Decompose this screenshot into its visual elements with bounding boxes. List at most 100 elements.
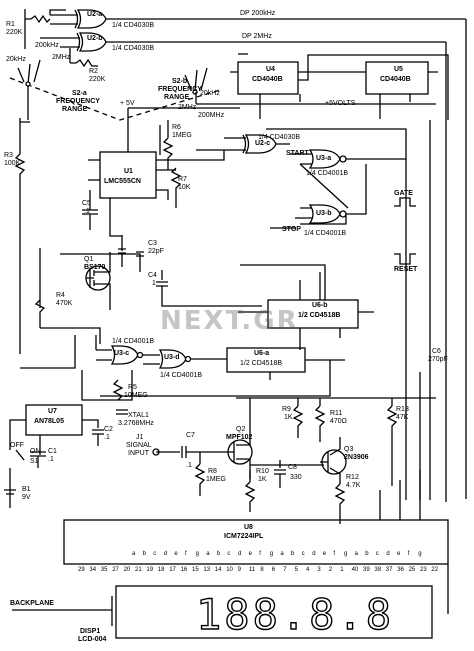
r3-label: R3 <box>4 152 13 159</box>
u8-pin-number: 5 <box>294 567 298 573</box>
s1-label: S1 <box>30 458 39 465</box>
u8-pin-number: 39 <box>363 567 370 573</box>
r9-label: R9 <box>282 406 291 413</box>
u8-pin-number: 29 <box>78 567 85 573</box>
s2b-2m: 2MHz <box>178 104 197 111</box>
s2b-200m: 200MHz <box>198 112 225 119</box>
u8-segment-letter: g <box>344 551 348 557</box>
r8-label: R8 <box>208 468 217 475</box>
watermark-logo: NEXT.GR <box>160 306 299 336</box>
u8-pin-number: 34 <box>89 567 97 573</box>
c3-label: C3 <box>148 240 157 247</box>
u8-segment-letter: f <box>185 551 187 557</box>
u8-pin-number: 38 <box>374 567 382 573</box>
c1-value: .1 <box>48 456 54 463</box>
u8-pin-number: 37 <box>385 567 393 573</box>
u3c-gate-symbol <box>110 345 139 365</box>
u3d-label: U3-d <box>164 354 180 361</box>
disp-label: DISP1 <box>80 628 101 635</box>
u8-pin-number: 17 <box>169 567 176 573</box>
s2b-label: S2-b <box>172 78 188 85</box>
u8-segment-letter: d <box>386 551 390 557</box>
u8-pin-number: 27 <box>112 567 119 573</box>
u8-pin-number: 6 <box>271 567 276 573</box>
q3-part: 2N3906 <box>344 454 369 461</box>
r6-label: R6 <box>172 124 181 131</box>
u8-block <box>63 519 449 565</box>
u8-segment-letter: c <box>153 551 157 557</box>
u2b-gate-symbol <box>78 32 107 52</box>
r10-label: R10 <box>256 468 269 475</box>
backplane-label: BACKPLANE <box>10 600 54 607</box>
r2-label: R2 <box>89 68 98 75</box>
c2-value: .1 <box>104 434 110 441</box>
u2b-label: U2-b <box>87 35 103 42</box>
r1-label: R1 <box>6 21 15 28</box>
u3a-label: U3-a <box>316 155 332 162</box>
stop-label: STOP <box>282 226 301 233</box>
r13-value: 47K <box>396 414 409 421</box>
u6a-label: U6-a <box>254 350 270 357</box>
u4-part: CD4040B <box>252 76 283 83</box>
s2a-label: S2-a <box>72 90 87 97</box>
u6b-label: U6-b <box>312 302 328 309</box>
u3d-gate-symbol <box>158 349 187 369</box>
u8-segment-letter: b <box>142 551 146 557</box>
u8-segment-letter: c <box>227 551 231 557</box>
u8-pin-number: 35 <box>100 567 108 573</box>
u8-segment-letter: e <box>248 551 252 557</box>
q2-part: MPF102 <box>226 434 253 441</box>
j1-label: J1 <box>136 434 144 441</box>
u8-segment-letter: e <box>174 551 178 557</box>
r5-value: 10MEG <box>124 392 148 399</box>
u8-pin-number: 10 <box>226 567 233 573</box>
u8-segment-letter: g <box>195 551 199 557</box>
r7-value: 10K <box>178 184 191 191</box>
s2a-frequency: FREQUENCY <box>56 98 100 105</box>
u2c-label: U2-c <box>255 140 271 147</box>
c1-label: C1 <box>48 448 57 455</box>
input-label: INPUT <box>128 450 149 457</box>
c7-value: .1 <box>186 462 192 469</box>
u8-pin-number: 22 <box>431 567 439 573</box>
c5-label: C5 <box>82 200 91 207</box>
r7-label: R7 <box>178 176 187 183</box>
u8-pin-number: 23 <box>420 567 427 573</box>
u8-pin-number: 25 <box>408 567 416 573</box>
gate-label: GATE <box>394 190 413 197</box>
u8-segment-letter: e <box>397 551 401 557</box>
u8-pin-number: 14 <box>214 567 222 573</box>
r3-value: 100K <box>4 160 21 167</box>
xtal-value: 3.2768MHz <box>118 420 154 427</box>
c7-label: C7 <box>186 432 195 439</box>
r13-label: R13 <box>396 406 409 413</box>
r12-value: 4.7K <box>346 482 361 489</box>
u8-segment-letter: f <box>259 551 261 557</box>
u4-label: U4 <box>266 66 275 73</box>
c2-label: C2 <box>104 426 113 433</box>
u8-pin-number: 8 <box>260 567 264 573</box>
r5-label: R5 <box>128 384 137 391</box>
b1-label: B1 <box>22 486 31 493</box>
freq-200k-label: 200kHz <box>35 42 59 49</box>
u8-part: ICM7224IPL <box>224 533 264 540</box>
q3-label: Q3 <box>344 446 354 453</box>
u8-pin-number: 21 <box>135 567 142 573</box>
b1-value: 9V <box>22 494 31 501</box>
u3b-part: 1/4 CD4001B <box>304 230 347 237</box>
u2a-label: U2-a <box>87 11 103 18</box>
u3a-part: 1/4 CD4001B <box>306 170 349 177</box>
u8-segment-letter: a <box>132 551 136 557</box>
u4-block <box>237 61 299 95</box>
u8-label: U8 <box>244 524 253 531</box>
u1-label: U1 <box>124 168 133 175</box>
signal-label: SIGNAL <box>126 442 152 449</box>
r6-value: 1MEG <box>172 132 192 139</box>
start-label: START <box>286 150 309 157</box>
u8-pin-number: 2 <box>328 567 333 573</box>
r9-value: 1K <box>284 414 293 421</box>
u5-label: U5 <box>394 66 403 73</box>
u8-segment-letter: g <box>418 551 422 557</box>
u5-part: CD4040B <box>380 76 411 83</box>
